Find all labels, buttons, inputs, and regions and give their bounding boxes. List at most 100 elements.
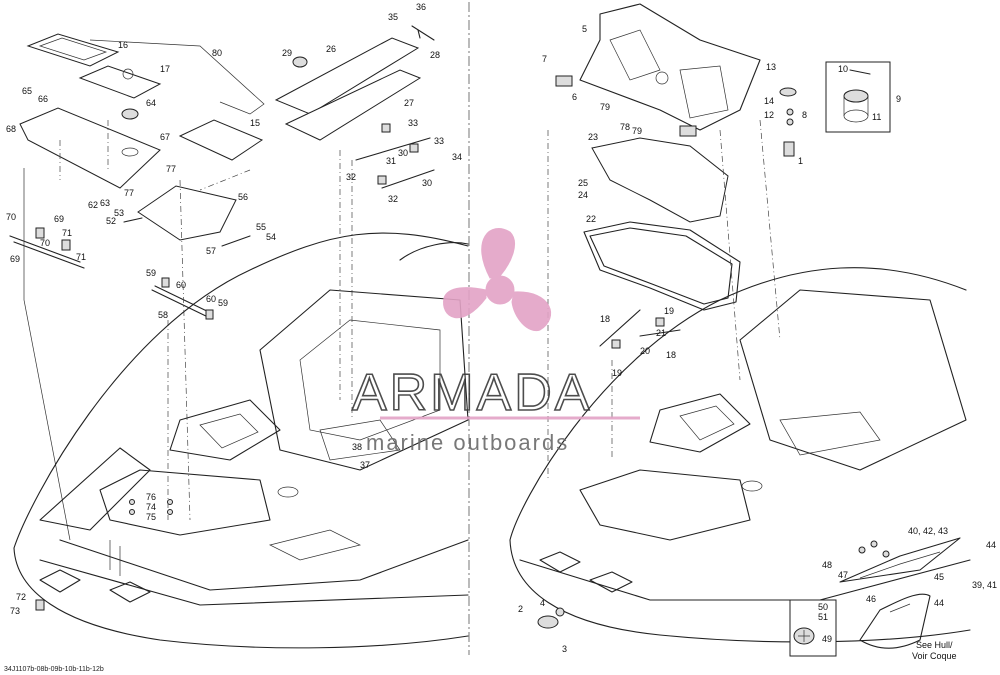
callout-55: 55 [256, 222, 266, 232]
cap-icon [292, 56, 308, 68]
callout-63: 63 [100, 198, 110, 208]
callout-12: 12 [764, 110, 774, 120]
right-upper-parts [547, 3, 891, 480]
callout-79: 79 [600, 102, 610, 112]
callout-57: 57 [206, 246, 216, 256]
propeller-logo-icon [443, 228, 551, 332]
callout-75: 75 [146, 512, 156, 522]
callout-66: 66 [38, 94, 48, 104]
callout-8: 8 [802, 110, 807, 120]
callout-23: 23 [588, 132, 598, 142]
callout-3: 3 [562, 644, 567, 654]
right-hull-body [509, 267, 971, 657]
callout-40-42-43: 40, 42, 43 [908, 526, 948, 536]
hull-note-line-2: Voir Coque [912, 651, 957, 661]
reference-code: 34J1107b-08b-09b-10b-11b-12b [4, 666, 104, 673]
callout-15: 15 [250, 118, 260, 128]
callout-24: 24 [578, 190, 588, 200]
callout-53: 53 [114, 208, 124, 218]
callout-7: 7 [542, 54, 547, 64]
callout-51: 51 [818, 612, 828, 622]
callout-72: 72 [16, 592, 26, 602]
left-hull-body [13, 232, 469, 649]
callout-21: 21 [656, 328, 666, 338]
callout-71: 71 [76, 252, 86, 262]
callout-54: 54 [266, 232, 276, 242]
callout-44: 44 [986, 540, 996, 550]
callout-47: 47 [838, 570, 848, 580]
callout-59: 59 [218, 298, 228, 308]
callout-70: 70 [6, 212, 16, 222]
callout-18: 18 [600, 314, 610, 324]
callout-17: 17 [160, 64, 170, 74]
callout-34: 34 [452, 152, 462, 162]
callout-56: 56 [238, 192, 248, 202]
callout-22: 22 [586, 214, 596, 224]
callout-10: 10 [838, 64, 848, 74]
callout-4: 4 [540, 598, 545, 608]
callout-5: 5 [582, 24, 587, 34]
brand-tagline: marine outboards [366, 430, 569, 455]
callout-1: 1 [798, 156, 803, 166]
callout-6: 6 [572, 92, 577, 102]
callout-27: 27 [404, 98, 414, 108]
callout-71: 71 [62, 228, 72, 238]
callout-64: 64 [146, 98, 156, 108]
callout-38: 38 [352, 442, 362, 452]
callout-31: 31 [386, 156, 396, 166]
callout-33: 33 [408, 118, 418, 128]
callout-32: 32 [388, 194, 398, 204]
knob-icon [121, 108, 139, 120]
callout-69: 69 [54, 214, 64, 224]
callout-79: 79 [632, 126, 642, 136]
callout-16: 16 [118, 40, 128, 50]
callout-76: 76 [146, 492, 156, 502]
callout-69: 69 [10, 254, 20, 264]
callout-37: 37 [360, 460, 370, 470]
callout-35: 35 [388, 12, 398, 22]
armada-watermark: ARMADA marine outboards [351, 228, 640, 455]
callout-49: 49 [822, 634, 832, 644]
callout-20: 20 [640, 346, 650, 356]
callout-39-41: 39, 41 [972, 580, 997, 590]
callout-9: 9 [896, 94, 901, 104]
callout-19: 19 [612, 368, 622, 378]
callout-74: 74 [146, 502, 156, 512]
callout-26: 26 [326, 44, 336, 54]
callout-58: 58 [158, 310, 168, 320]
callout-19: 19 [664, 306, 674, 316]
callout-30: 30 [398, 148, 408, 158]
brand-wordmark: ARMADA [352, 364, 592, 422]
callout-78: 78 [620, 122, 630, 132]
callout-14: 14 [764, 96, 774, 106]
callout-25: 25 [578, 178, 588, 188]
callout-77: 77 [166, 164, 176, 174]
callout-65: 65 [22, 86, 32, 96]
callout-44: 44 [934, 598, 944, 608]
callout-68: 68 [6, 124, 16, 134]
callout-32: 32 [346, 172, 356, 182]
callout-67: 67 [160, 132, 170, 142]
callout-28: 28 [430, 50, 440, 60]
left-upper-parts [9, 33, 265, 541]
callout-80: 80 [212, 48, 222, 58]
callout-11: 11 [872, 112, 881, 122]
callout-48: 48 [822, 560, 832, 570]
callout-77: 77 [124, 188, 134, 198]
callout-36: 36 [416, 2, 426, 12]
callout-45: 45 [934, 572, 944, 582]
callout-52: 52 [106, 216, 116, 226]
callout-73: 73 [10, 606, 20, 616]
callout-30: 30 [422, 178, 432, 188]
callout-46: 46 [866, 594, 876, 604]
callout-50: 50 [818, 602, 828, 612]
storage-lid-parts [274, 25, 435, 420]
callout-70: 70 [40, 238, 50, 248]
callout-60: 60 [206, 294, 216, 304]
callout-13: 13 [766, 62, 776, 72]
callout-60: 60 [176, 280, 186, 290]
callout-29: 29 [282, 48, 292, 58]
drain-plug-icon [537, 615, 559, 629]
